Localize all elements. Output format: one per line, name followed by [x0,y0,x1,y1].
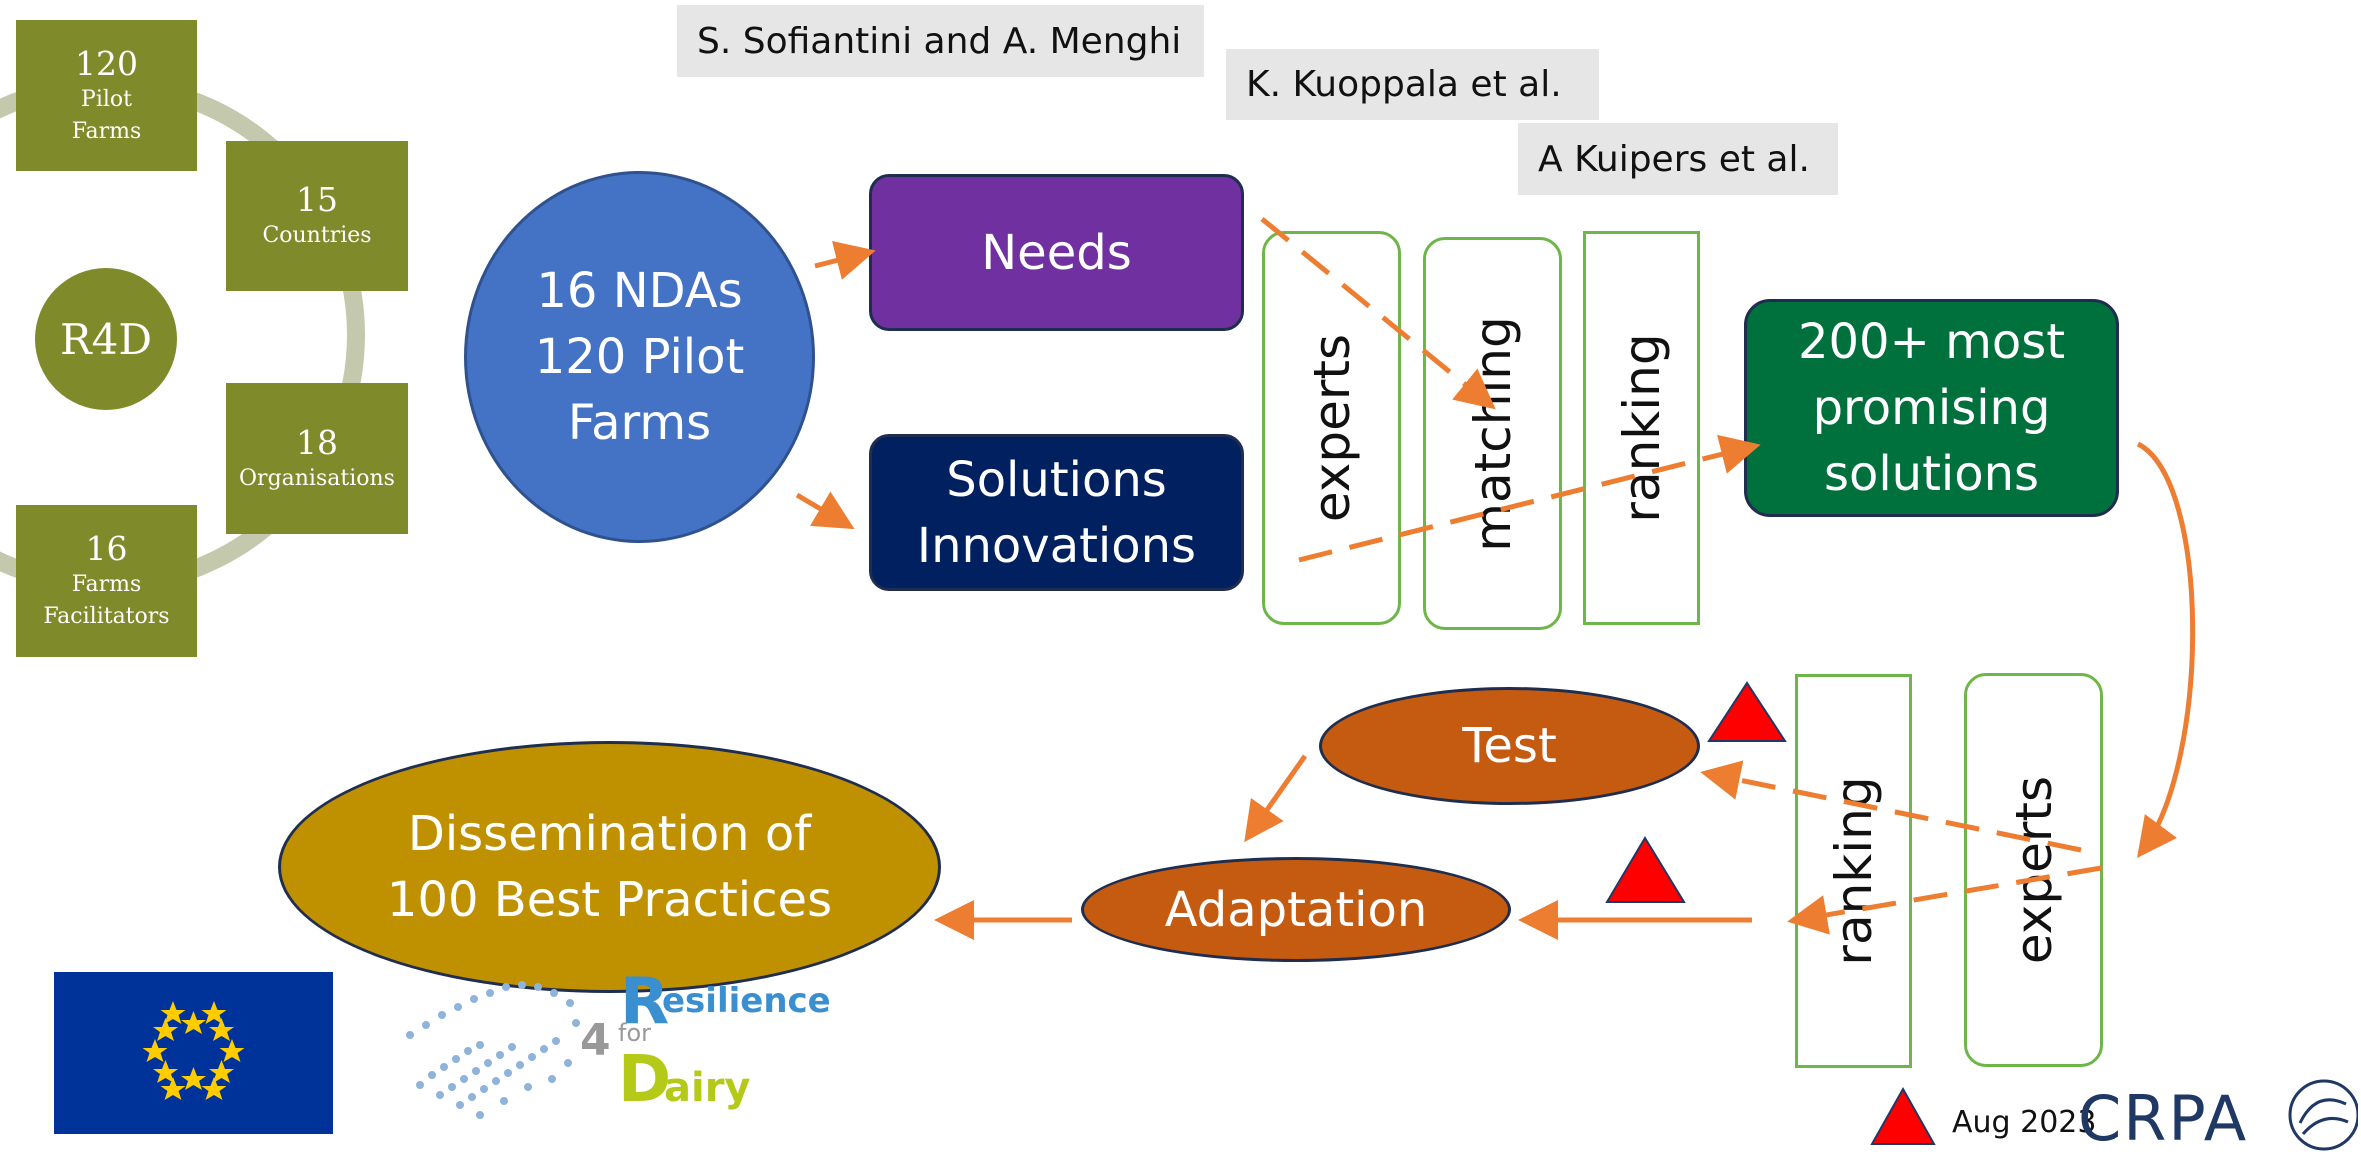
dissemination-line-2: 100 Best Practices [386,872,833,928]
promising-line-1: 200+ most [1797,314,2066,370]
author-text-kuoppala: K. Kuoppala et al. [1246,64,1562,105]
pilot-farms-label: Pilot Farms [71,86,142,144]
solutions-box: Solutions Innovations [869,434,1244,591]
promising-line-2: promising [1812,380,2051,436]
dissemination-line-1: Dissemination of [407,806,812,862]
solutions-line-2: Innovations [916,517,1197,574]
r4d-center-label: R4D [59,314,153,364]
ndas-line-3: Farms [567,395,712,451]
arrow-panels-to-test [1700,760,2082,853]
crpa-emblem-icon [2288,1079,2358,1151]
author-text-kuipers: A Kuipers et al. [1538,138,1810,180]
test-ellipse: Test [1319,687,1700,805]
solutions-line-1: Solutions [946,451,1167,508]
logo-word-for: for [618,1019,651,1047]
countries-number: 15 [296,180,338,219]
arrow-panels-to-adaptation [1787,865,2102,935]
crpa-logo-text: CRPA [2078,1082,2249,1155]
ranking-panel-top: ranking [1583,231,1700,625]
adaptation-label: Adaptation [1164,881,1428,938]
matching-panel: matching [1423,237,1562,630]
organisations-label: Organisations [239,465,395,491]
organisations-number: 18 [296,422,338,462]
arrow-test-to-adaptation [1244,754,1308,843]
logo-word-esilience: esilience [662,981,831,1021]
farms-facilitators-box: 16 Farms Facilitators [16,505,197,657]
warning-triangle-adaptation [1605,836,1686,903]
warning-triangle-test [1707,681,1787,742]
pilot-farms-number: 120 [75,43,138,83]
logo-letter-d: D [618,1043,672,1117]
countries-box: 15 Countries [226,141,408,291]
author-label-sofiantini: S. Sofiantini and A. Menghi [677,5,1204,77]
date-label: Aug 2023 [1952,1105,2096,1140]
r4d-center-circle: R4D [35,268,177,410]
logo-word-airy: airy [664,1065,751,1111]
farms-facilitators-number: 16 [85,529,128,568]
date-text: Aug 2023 [1952,1105,2097,1140]
experts-panel-bottom: experts [1964,673,2103,1067]
arrow-needs-to-matching [1260,217,1496,410]
resilience-for-dairy-logo: R esilience 4 for D airy [380,965,880,1135]
arrow-ndas-to-needs [814,241,876,280]
author-label-kuipers: A Kuipers et al. [1518,123,1838,195]
needs-box: Needs [869,174,1244,331]
needs-label: Needs [981,224,1132,281]
arrow-ndas-to-solutions [795,491,855,530]
arrow-promising-to-bottom-panels [2136,441,2196,859]
author-text-sofiantini: S. Sofiantini and A. Menghi [697,20,1182,62]
countries-label: Countries [262,223,372,248]
ndas-line-2: 120 Pilot [534,329,745,385]
experts-panel-top: experts [1262,231,1401,625]
promising-line-3: solutions [1823,446,2040,502]
ndas-line-1: 16 NDAs [536,263,743,319]
organisations-box: 18 Organisations [226,383,408,534]
author-label-kuoppala: K. Kuoppala et al. [1226,49,1599,120]
dissemination-ellipse: Dissemination of 100 Best Practices [278,741,941,993]
arrow-solutions-to-promising [1298,434,1761,563]
farms-facilitators-label: Farms Facilitators [43,572,170,629]
crpa-logo: CRPA [2078,1078,2358,1158]
eu-flag-icon [54,972,333,1134]
promising-solutions-box: 200+ most promising solutions [1744,299,2119,517]
ndas-circle: 16 NDAs 120 Pilot Farms [464,171,815,543]
europe-map-dots-icon [406,981,580,1119]
ranking-panel-bottom: ranking [1795,674,1912,1068]
logo-number-4: 4 [580,1015,611,1066]
pilot-farms-box: 120 Pilot Farms [16,20,197,171]
adaptation-ellipse: Adaptation [1081,857,1511,962]
test-label: Test [1462,718,1557,774]
warning-triangle-legend [1870,1086,1936,1145]
logo-letter-r: R [620,965,670,1039]
